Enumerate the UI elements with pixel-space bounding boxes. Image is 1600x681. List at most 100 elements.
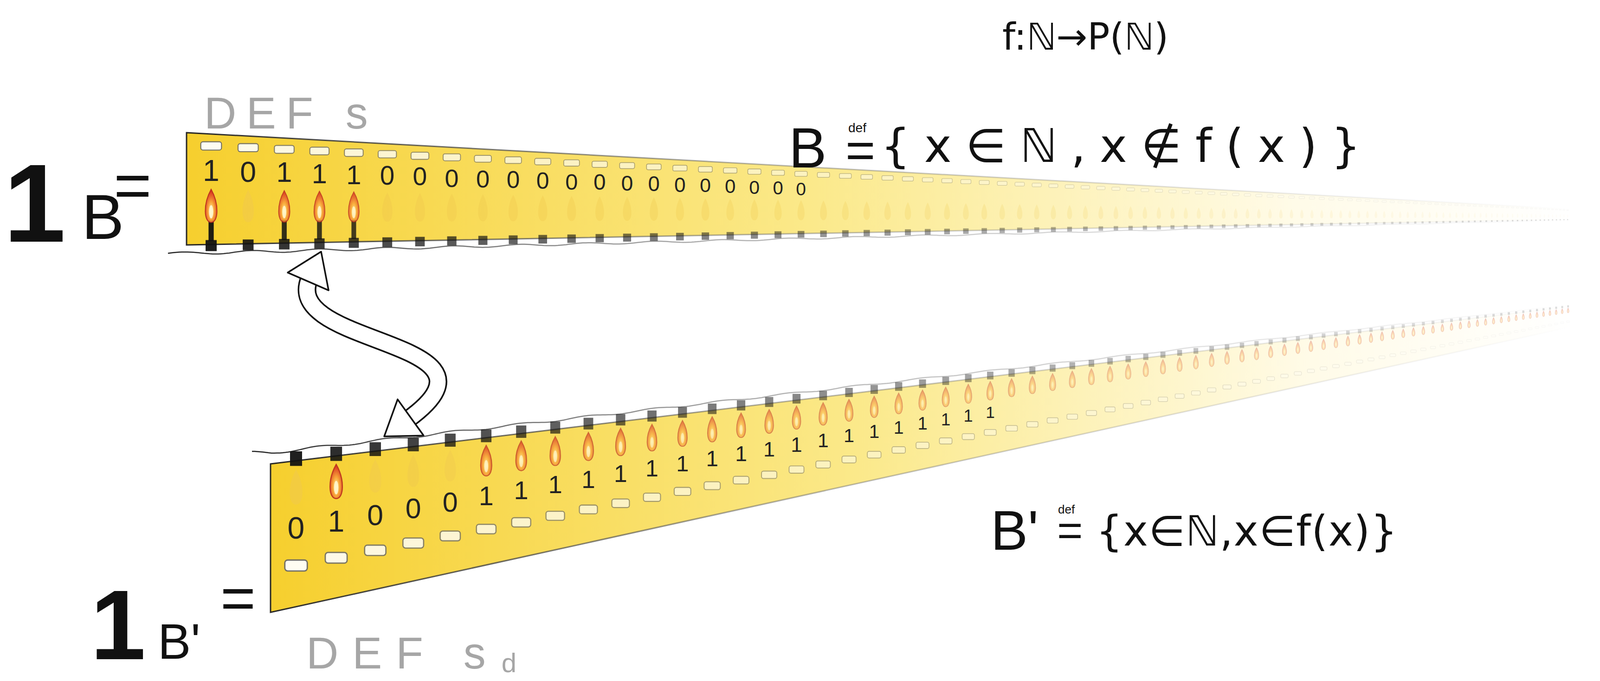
candle-stick (351, 219, 356, 239)
arrow-outline (307, 277, 439, 420)
candle-flame-unlit (1467, 212, 1470, 219)
flame-core (1549, 312, 1551, 316)
film-square (1290, 223, 1294, 227)
flame-core (586, 445, 591, 458)
sprocket-hole (703, 482, 721, 491)
film-square (1435, 221, 1438, 224)
sprocket-hole (1356, 199, 1362, 202)
bit-digit: 0 (442, 488, 459, 517)
sprocket-hole (1032, 183, 1042, 188)
bit-digit: 0 (647, 173, 660, 195)
sprocket-hole (1491, 335, 1496, 338)
candle-flame-unlit (750, 199, 759, 221)
candle-flame-unlit (1555, 213, 1558, 218)
flame-core (1070, 379, 1074, 386)
film-square (1555, 219, 1557, 221)
candle-flame-lit (348, 192, 360, 223)
candle-flame-lit (1567, 308, 1569, 314)
film-square (445, 433, 456, 447)
film-square (1399, 221, 1402, 225)
candle-flame-lit (1142, 361, 1149, 377)
candle-flame-lit (987, 381, 994, 400)
candle-flame-unlit (1348, 210, 1352, 219)
film-square (963, 228, 969, 234)
flame-core (1508, 318, 1510, 322)
sprocket-hole (1381, 200, 1387, 203)
film-square (1366, 222, 1369, 225)
flame-core (1555, 311, 1557, 315)
film-square (242, 239, 254, 251)
candle-flame-lit (1554, 309, 1557, 315)
bit-digit: 0 (593, 171, 606, 194)
sprocket-hole (511, 517, 531, 528)
candle-flame-unlit (1496, 212, 1499, 218)
candle-flame-unlit (1221, 207, 1226, 219)
sprocket-hole (1559, 209, 1562, 211)
sprocket-hole (747, 168, 761, 175)
sprocket-hole (1123, 403, 1134, 409)
film-square (538, 234, 548, 244)
film-square (1431, 321, 1435, 325)
film-square (1421, 322, 1425, 326)
film-square (1521, 219, 1523, 222)
sprocket-hole (1430, 346, 1436, 349)
film-square (1296, 336, 1300, 342)
sprocket-hole (1066, 414, 1078, 420)
sprocket-hole (1298, 196, 1305, 199)
candle-flame-lit (918, 390, 927, 411)
flame-core (944, 396, 948, 405)
sprocket-hole (733, 476, 749, 485)
candle-flame-unlit (701, 198, 710, 221)
function-signature: f:ℕ→P(ℕ) (1002, 18, 1169, 56)
candle-flame-unlit (1421, 211, 1424, 219)
candle-flame-unlit (1406, 211, 1409, 218)
sprocket-hole (1499, 333, 1504, 336)
film-square (750, 231, 758, 239)
candle-flame-unlit (1551, 213, 1554, 218)
candle-flame-lit (1239, 349, 1245, 362)
candle-flame-unlit (1485, 212, 1488, 219)
film-square (615, 414, 626, 426)
sprocket-hole (1064, 184, 1074, 189)
film-square (1551, 219, 1554, 221)
candle-flame-unlit (1449, 212, 1452, 218)
candle-flame-unlit (1413, 211, 1417, 219)
candle-flame-unlit (289, 469, 303, 505)
sprocket-hole (997, 181, 1007, 186)
candle-flame-lit (1107, 366, 1113, 382)
film-square (1300, 223, 1304, 226)
sprocket-hole (698, 166, 713, 173)
candle-flame-unlit (1128, 206, 1134, 220)
film-square (1428, 221, 1431, 224)
candle-flame-unlit (726, 199, 734, 221)
sprocket-hole (1307, 369, 1315, 373)
candle-flame-lit (480, 445, 492, 477)
candle-flame-unlit (1506, 212, 1509, 218)
candle-flame-lit (845, 399, 853, 422)
bit-digit: 1 (202, 155, 220, 186)
flame-core (1422, 330, 1424, 334)
film-square (1098, 226, 1104, 232)
candle-flame-unlit (1382, 211, 1386, 219)
candle-flame-unlit (649, 197, 659, 221)
film-square (1029, 367, 1036, 375)
candle-flame-lit (278, 190, 291, 223)
film-square (348, 238, 360, 249)
sprocket-hole (1277, 195, 1284, 198)
sprocket-hole (1174, 393, 1185, 399)
sprocket-hole (1560, 322, 1564, 324)
film-square (595, 234, 604, 243)
bit-digit: 1 (985, 404, 995, 421)
sprocket-hole (674, 487, 691, 496)
bit-digit: 0 (476, 166, 490, 192)
candle-flame-unlit (477, 194, 488, 222)
sprocket-hole (1525, 207, 1529, 209)
film-square (797, 231, 805, 238)
film-square (205, 240, 217, 252)
flame-core (1270, 351, 1272, 357)
sprocket-hole (325, 552, 348, 564)
candle-flame-unlit (1290, 209, 1294, 219)
sprocket-hole (1555, 209, 1558, 211)
film-square (904, 229, 911, 236)
film-square (1548, 219, 1550, 221)
